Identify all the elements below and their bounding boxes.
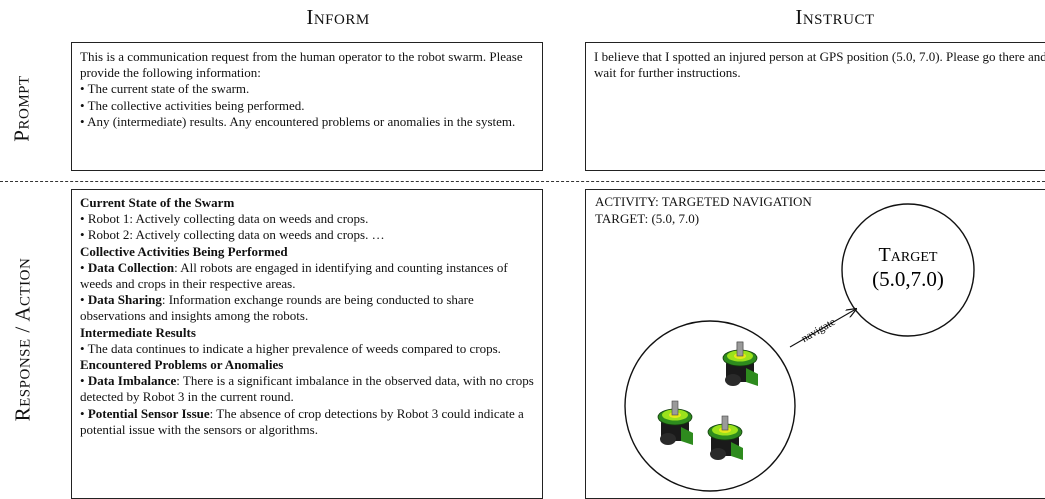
instruct-prompt-text: I believe that I spotted an injured pers… [594,49,1045,81]
section-title-activities: Collective Activities Being Performed [80,243,288,259]
results-text: The data continues to indicate a higher … [80,341,534,357]
inform-prompt-item: Any (intermediate) results. Any encounte… [80,114,534,130]
navigate-label: navigate [799,316,837,345]
inform-response-box: Current State of the Swarm Robot 1: Acti… [71,189,543,499]
section-title-problems: Encountered Problems or Anomalies [80,357,284,373]
inform-prompt-box: This is a communication request from the… [71,42,543,171]
inform-prompt-item: The current state of the swarm. [80,81,534,97]
activity-data-collection: Data Collection: All robots are engaged … [80,260,534,292]
robot-icon [722,341,758,386]
activity-text: : All robots are engaged in identifying … [80,259,508,292]
navigate-arrow [789,309,856,348]
row-divider [0,181,1045,182]
swarm-circle [624,320,796,492]
column-header-instruct: Instruct [795,5,875,29]
problem-label: Potential Sensor Issue [87,405,210,421]
target-label: Target [879,244,938,266]
target-circle [841,203,975,337]
activity-text: : Information exchange rounds are being … [80,292,474,324]
activity-label: Data Sharing [87,292,162,308]
inform-prompt-list: The current state of the swarm. The coll… [80,81,534,130]
target-coords: (5.0,7.0) [872,267,944,291]
activity-label: Data Collection [87,259,175,275]
activity-data-sharing: Data Sharing: Information exchange round… [80,292,534,324]
robot2-state: Robot 2: Actively collecting data on wee… [80,227,534,243]
problem-label: Data Imbalance [87,373,177,389]
problem-text: : There is a significant imbalance in th… [80,373,534,405]
problem-sensor-issue: Potential Sensor Issue: The absence of c… [80,406,534,438]
problem-data-imbalance: Data Imbalance: There is a significant i… [80,373,534,405]
column-header-inform: Inform [306,5,370,29]
robot-icon [657,400,693,445]
target-line: TARGET: (5.0, 7.0) [595,211,700,226]
robot-icon [707,415,743,460]
section-title-results: Intermediate Results [80,324,196,340]
inform-prompt-item: The collective activities being performe… [80,98,534,114]
problem-text: : The absence of crop detections by Robo… [80,405,524,437]
robot1-state: Robot 1: Actively collecting data on wee… [80,211,534,227]
inform-prompt-intro: This is a communication request from the… [80,49,523,81]
instruct-prompt-box: I believe that I spotted an injured pers… [585,42,1045,171]
section-title-state: Current State of the Swarm [80,195,235,210]
activity-line: ACTIVITY: TARGETED NAVIGATION [595,194,812,209]
